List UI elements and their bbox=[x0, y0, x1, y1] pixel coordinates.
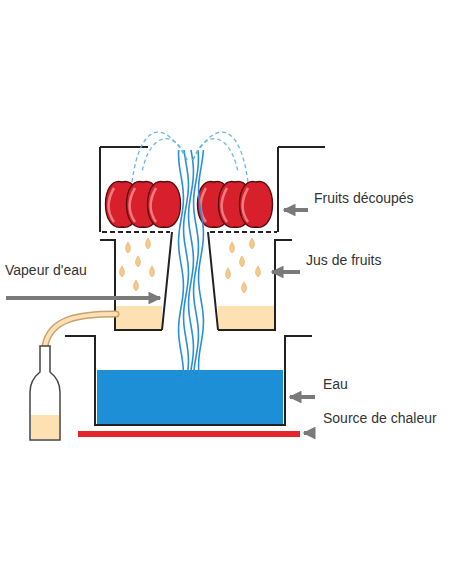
juice-pan bbox=[218, 240, 292, 330]
water bbox=[97, 370, 283, 424]
steam-line bbox=[194, 150, 199, 378]
bottle-juice bbox=[31, 415, 59, 439]
part-label: Eau bbox=[322, 376, 349, 392]
steam-line bbox=[199, 150, 204, 378]
apple bbox=[240, 182, 273, 228]
leader-arrows bbox=[6, 210, 315, 433]
leader-arrow bbox=[272, 270, 300, 274]
bottle bbox=[30, 346, 60, 440]
fruit-basket bbox=[100, 147, 325, 232]
juice-drop bbox=[146, 238, 151, 249]
part-label: Jus de fruits bbox=[305, 252, 382, 268]
heat-source bbox=[78, 431, 300, 437]
juice-drop bbox=[150, 266, 155, 277]
leader-arrow bbox=[6, 296, 160, 300]
juice-drop bbox=[120, 266, 125, 277]
steam-spray bbox=[193, 139, 238, 172]
steam-spray bbox=[132, 132, 187, 182]
leader-arrow bbox=[304, 431, 315, 435]
leader-arrow bbox=[290, 395, 315, 399]
juice-drop bbox=[240, 256, 245, 267]
juice-drop bbox=[230, 242, 235, 253]
part-label: Fruits découpés bbox=[313, 190, 415, 206]
tube bbox=[45, 314, 116, 346]
part-label: Vapeur d'eau bbox=[4, 262, 88, 278]
steam-spray bbox=[193, 132, 248, 182]
juice-drop bbox=[250, 238, 255, 249]
juice-drop bbox=[256, 266, 261, 277]
juice-drop bbox=[126, 242, 131, 253]
leader-arrow bbox=[284, 208, 308, 212]
steam-line bbox=[189, 150, 194, 378]
part-label: Source de chaleur bbox=[322, 410, 438, 426]
apple bbox=[148, 182, 181, 228]
steam-line bbox=[179, 150, 184, 378]
steam bbox=[132, 132, 248, 378]
juice-pool bbox=[218, 306, 274, 330]
juice-pool bbox=[116, 306, 162, 330]
juice-drop bbox=[226, 268, 231, 279]
tube bbox=[45, 314, 116, 346]
juice-drop bbox=[134, 280, 139, 291]
juice-drop bbox=[242, 282, 247, 293]
steam-spray bbox=[142, 139, 187, 172]
juice-drop bbox=[136, 256, 141, 267]
water-pot bbox=[65, 336, 312, 425]
steam-line bbox=[184, 150, 189, 378]
